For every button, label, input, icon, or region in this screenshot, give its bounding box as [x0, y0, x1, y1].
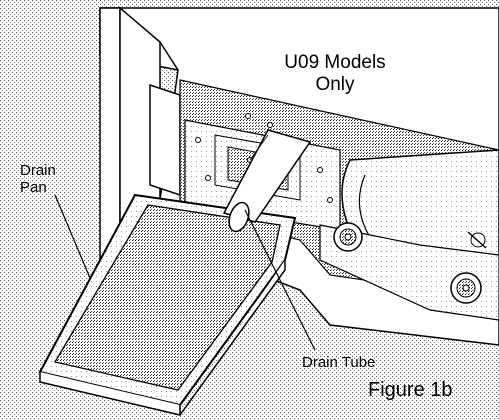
figure-caption: Figure 1b [368, 379, 453, 401]
models-label-line2: Only [315, 74, 355, 95]
mount-grommet-left [333, 222, 363, 252]
frame-edge [149, 83, 181, 197]
drain-pan-label-line1: Drain [20, 162, 56, 179]
drain-tube-leader [244, 209, 316, 351]
models-label-line1: U09 Models [284, 52, 385, 73]
drain-tube [222, 129, 312, 233]
drain-pan-leader [54, 194, 91, 279]
mount-grommet-right [450, 272, 482, 304]
drain-pan [38, 193, 297, 416]
mount-screw [467, 231, 487, 249]
drain-pan-label-line2: Pan [20, 179, 47, 196]
drain-tube-label: Drain Tube [302, 354, 375, 371]
